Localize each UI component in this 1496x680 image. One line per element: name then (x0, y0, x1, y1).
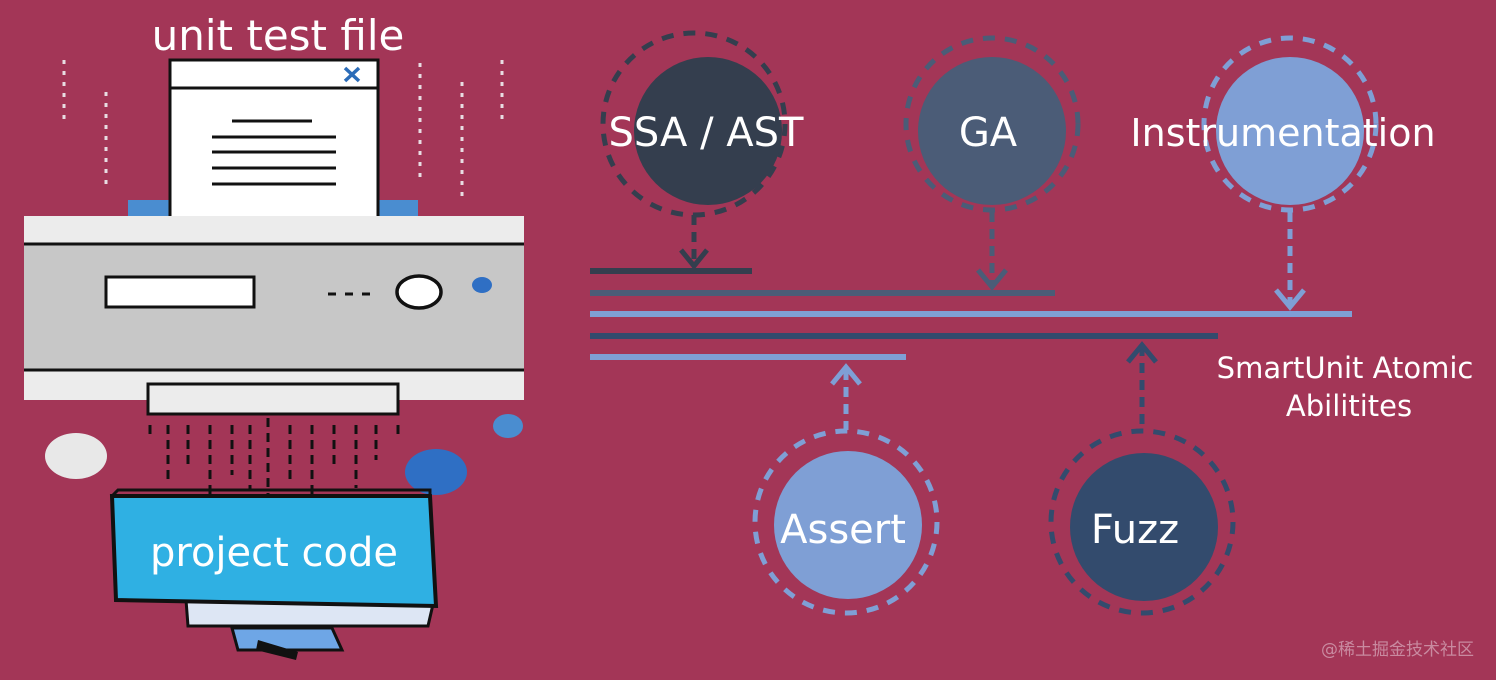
node-ssa-ast: SSA / AST (600, 30, 805, 270)
text-lines (212, 119, 336, 186)
printer-led (472, 277, 492, 293)
printer-illustration: unit test file (24, 11, 524, 660)
node-instrumentation: Instrumentation (1130, 35, 1436, 311)
caption-line-2: Abilitites (1286, 389, 1412, 423)
node-fuzz: Fuzz (1048, 341, 1236, 616)
printer-top (24, 216, 524, 244)
chevron-up-icon (1126, 341, 1158, 364)
deco-dot-small (493, 414, 523, 438)
watermark: @稀土掘金技术社区 (1321, 640, 1474, 660)
deco-dot-blue (405, 449, 467, 495)
project-code-label: project code (150, 530, 398, 576)
output-slot (146, 382, 400, 416)
chevron-up-icon (830, 363, 862, 386)
node-label-ssa-ast: SSA / AST (609, 110, 805, 156)
close-icon (343, 66, 361, 83)
node-label-assert: Assert (780, 507, 906, 553)
node-label-instrumentation: Instrumentation (1130, 111, 1435, 155)
node-label-fuzz: Fuzz (1091, 507, 1179, 553)
ability-bars (590, 268, 1352, 360)
deco-dot-grey (45, 433, 107, 479)
unit-test-file-sheet (168, 58, 380, 220)
node-ga: GA (903, 35, 1081, 291)
project-code-ribbon (109, 488, 439, 660)
motion-lines (62, 60, 504, 200)
printer-button (395, 274, 443, 310)
printer-body (24, 244, 524, 370)
node-label-ga: GA (959, 110, 1018, 156)
shredded-strips (148, 418, 400, 495)
unit-test-file-title: unit test file (152, 11, 405, 60)
chevron-down-icon (679, 248, 709, 270)
caption-line-1: SmartUnit Atomic (1217, 351, 1474, 385)
chevron-down-icon (1274, 288, 1306, 311)
chevron-down-icon (976, 268, 1008, 291)
node-assert: Assert (752, 363, 940, 616)
printer-display (104, 275, 256, 309)
